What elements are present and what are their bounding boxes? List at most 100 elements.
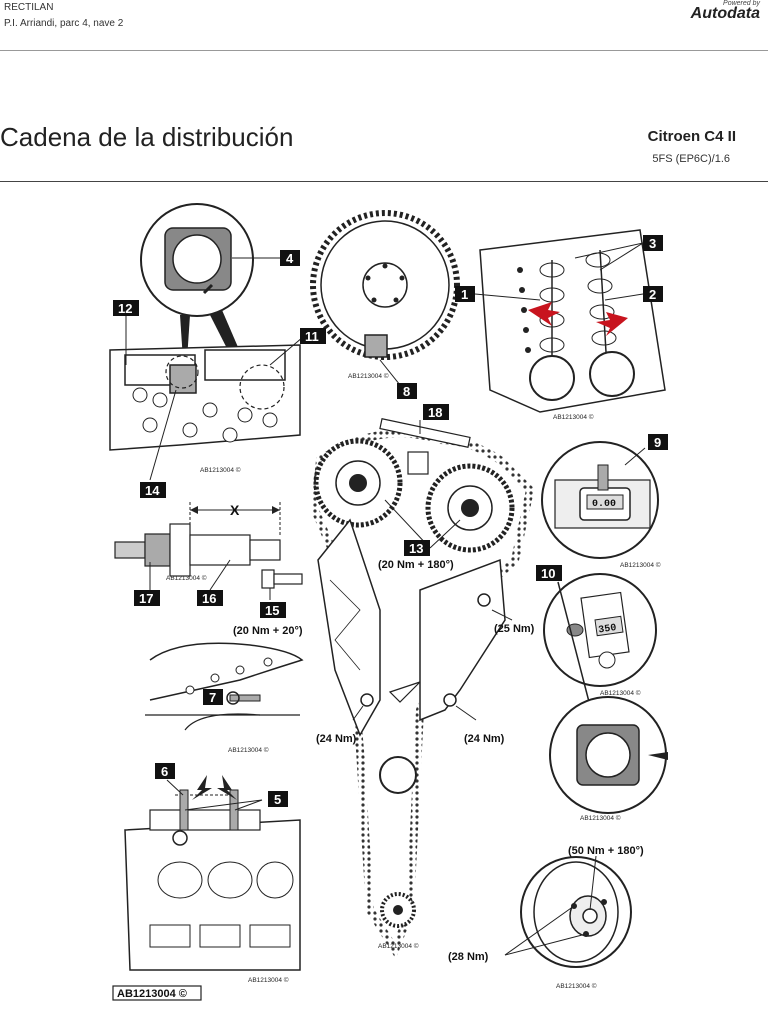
car-model: Citroen C4 II xyxy=(647,128,736,145)
svg-text:4: 4 xyxy=(286,251,294,266)
callout-18: 18 xyxy=(423,404,449,420)
callout-12: 12 xyxy=(113,300,139,316)
leader-14 xyxy=(149,389,177,481)
upper-chain-guide xyxy=(379,418,471,448)
dial-gauge-10-illustration: 350 AB1213004 © xyxy=(543,573,657,726)
svg-text:12: 12 xyxy=(118,301,132,316)
callout-15: 15 xyxy=(260,602,286,618)
flywheel-hub xyxy=(362,262,408,308)
ref-code-label: AB1213004 © xyxy=(620,561,661,569)
gauge-10-reading: 350 xyxy=(598,623,617,636)
rotation-arrow-right xyxy=(596,312,628,336)
intake-cam-sprocket xyxy=(529,355,575,401)
ref-code-label: AB1213004 © xyxy=(553,413,594,421)
torque-50: (50 Nm + 180°) xyxy=(568,845,644,857)
leader-2 xyxy=(604,293,644,301)
svg-text:17: 17 xyxy=(139,591,153,606)
torque-24a: (24 Nm) xyxy=(316,733,357,745)
ref-code-label: AB1213004 © xyxy=(228,746,269,754)
bolt-15-shank xyxy=(273,573,303,585)
flywheel-locking-illustration: AB1213004 © xyxy=(310,210,460,386)
pulley-center-bolt xyxy=(582,908,598,924)
tool-pointer xyxy=(202,283,214,295)
flywheel-lock-tool xyxy=(364,334,388,358)
tool-bush-hole xyxy=(172,234,222,284)
ref-code-label: AB1213004 © xyxy=(348,372,389,380)
highlight-circle xyxy=(239,364,285,410)
torque-15: (20 Nm + 20°) xyxy=(233,625,303,637)
callout-9: 9 xyxy=(648,434,668,450)
timing-chain-system: (20 Nm + 180°) (25 Nm) (24 Nm) (24 Nm) A… xyxy=(310,418,535,959)
leader-16 xyxy=(209,559,231,591)
callout-17: 17 xyxy=(134,590,160,606)
callout-13: 13 xyxy=(404,540,430,556)
callout-1: 1 xyxy=(455,286,475,302)
callout-16: 16 xyxy=(197,590,223,606)
leader-1 xyxy=(474,293,541,301)
leader-3b xyxy=(599,242,644,271)
rotation-arrow-left xyxy=(528,302,560,326)
camshaft-locking-tool-illustration: AB1213004 © xyxy=(109,203,304,481)
bush-pointer xyxy=(648,752,668,760)
tool-nut xyxy=(144,533,171,567)
svg-text:7: 7 xyxy=(209,690,216,705)
svg-text:11: 11 xyxy=(305,329,319,344)
leader-24b xyxy=(455,705,477,721)
ref-code-label: AB1213004 © xyxy=(248,976,289,984)
leader-11 xyxy=(269,336,304,366)
guide-bolt-25 xyxy=(477,593,491,607)
leader-24a xyxy=(352,705,364,721)
tool-body xyxy=(189,534,251,566)
gauge-9-reading: 0.00 xyxy=(592,499,616,510)
svg-text:5: 5 xyxy=(274,792,281,807)
arrow-marker-left xyxy=(192,775,212,800)
ref-code-boxed: AB1213004 © xyxy=(117,988,187,1000)
svg-text:9: 9 xyxy=(654,435,661,450)
leader-25 xyxy=(491,609,513,621)
leader-28a xyxy=(504,905,575,956)
callout-7: 7 xyxy=(203,689,223,705)
callout-tags: 1 2 3 4 5 6 7 8 9 10 11 12 13 14 15 16 1… xyxy=(113,235,668,807)
tool-insert xyxy=(169,364,197,394)
highlight-circle-small xyxy=(165,355,199,389)
engine-code: 5FS (EP6C)/1.6 xyxy=(652,153,730,165)
tool-block-11 xyxy=(204,349,286,381)
autodata-logo: Powered by Autodata xyxy=(691,0,760,23)
ref-code-label: AB1213004 © xyxy=(556,982,597,990)
leader-50 xyxy=(589,855,597,911)
ref-code-box xyxy=(112,985,202,1001)
dial-gauge-illustration: 0.00 AB1213004 © xyxy=(541,441,661,569)
guide-bolt-24a xyxy=(360,693,374,707)
callout-8: 8 xyxy=(397,383,417,399)
callout-3: 3 xyxy=(643,235,663,251)
svg-text:16: 16 xyxy=(202,591,216,606)
svg-text:15: 15 xyxy=(265,603,279,618)
svg-text:14: 14 xyxy=(145,483,160,498)
dimension-x-label: X xyxy=(230,502,240,518)
tool-tip xyxy=(249,539,281,561)
callout-11: 11 xyxy=(300,328,326,344)
svg-text:6: 6 xyxy=(161,764,168,779)
page-title: Cadena de la distribución xyxy=(0,122,294,152)
tensioner-housing xyxy=(149,642,304,701)
callout-10: 10 xyxy=(536,565,562,581)
svg-text:18: 18 xyxy=(428,405,442,420)
adjustment-tool-illustration: X AB1213004 © (20 Nm + 20°) xyxy=(114,502,303,637)
ref-code-label: AB1213004 © xyxy=(580,814,621,822)
svg-text:8: 8 xyxy=(403,384,410,399)
leader-13b xyxy=(429,519,461,549)
callout-4: 4 xyxy=(280,250,300,266)
torque-24b: (24 Nm) xyxy=(464,733,505,745)
exhaust-cam-sprocket xyxy=(589,351,635,397)
tool-shaft xyxy=(114,541,146,559)
arrow-marker-right xyxy=(217,775,237,800)
ref-code-label: AB1213004 © xyxy=(600,689,641,697)
svg-text:3: 3 xyxy=(649,236,656,251)
leader-28b xyxy=(504,933,587,956)
company-address: P.I. Arriandi, parc 4, nave 2 xyxy=(4,18,124,29)
leader-9 xyxy=(624,447,646,466)
svg-text:13: 13 xyxy=(409,541,423,556)
ref-code-label: AB1213004 © xyxy=(200,466,241,474)
leader-5b xyxy=(234,799,263,811)
camshaft-top-view-illustration: AB1213004 © xyxy=(474,229,666,421)
